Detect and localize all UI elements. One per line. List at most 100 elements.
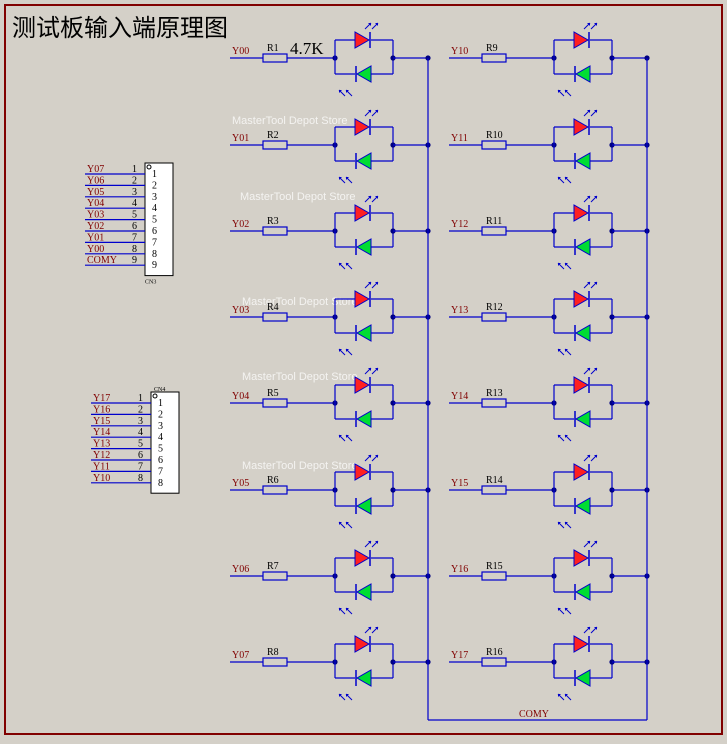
resistor-label: R1 bbox=[267, 43, 279, 54]
connector-pin-index: 4 bbox=[158, 432, 163, 443]
connector-name: CN4 bbox=[154, 387, 165, 393]
connector-pin-index: 8 bbox=[152, 249, 157, 260]
resistor-value-label: 4.7K bbox=[290, 39, 324, 58]
red-led bbox=[573, 290, 590, 308]
light-ray-head bbox=[346, 177, 349, 180]
connector-pin-index: 6 bbox=[152, 226, 157, 237]
green-led bbox=[355, 65, 372, 83]
connector-net-label: Y12 bbox=[93, 450, 110, 461]
light-ray-head bbox=[565, 522, 568, 525]
green-led bbox=[574, 669, 591, 687]
light-ray-head bbox=[565, 177, 568, 180]
light-ray-head bbox=[565, 694, 568, 697]
light-ray-head bbox=[565, 435, 568, 438]
connector-pin-index: 2 bbox=[152, 180, 157, 191]
light-ray-head bbox=[587, 541, 590, 544]
light-ray-head bbox=[339, 608, 342, 611]
connector-pin-number: 8 bbox=[132, 244, 137, 255]
light-ray-head bbox=[339, 522, 342, 525]
resistor-label: R5 bbox=[267, 388, 279, 399]
resistor bbox=[262, 657, 288, 667]
light-ray-head bbox=[339, 694, 342, 697]
watermark-text: MasterTool Depot Store bbox=[242, 371, 358, 383]
light-ray-head bbox=[346, 90, 349, 93]
connector-body bbox=[144, 162, 174, 277]
resistor bbox=[262, 312, 288, 322]
light-ray-head bbox=[594, 541, 597, 544]
connector-pin-index: 5 bbox=[152, 215, 157, 226]
light-ray-head bbox=[587, 455, 590, 458]
connector-net-label: Y06 bbox=[87, 175, 104, 186]
green-led bbox=[355, 583, 372, 601]
resistor bbox=[262, 485, 288, 495]
resistor bbox=[481, 312, 507, 322]
light-ray-head bbox=[587, 368, 590, 371]
connector-net-label: Y04 bbox=[87, 198, 104, 209]
resistor-label: R2 bbox=[267, 130, 279, 141]
signal-label: Y17 bbox=[451, 650, 468, 661]
resistor bbox=[262, 53, 288, 63]
light-ray-head bbox=[594, 455, 597, 458]
light-ray-head bbox=[558, 263, 561, 266]
input-channel-y15: Y15 R14 bbox=[449, 454, 650, 529]
light-ray-head bbox=[368, 110, 371, 113]
connector-pin-number: 5 bbox=[138, 439, 143, 450]
connector-pin-index: 1 bbox=[152, 169, 157, 180]
green-led bbox=[355, 410, 372, 428]
connector-pin-index: 4 bbox=[152, 203, 157, 214]
connector-net-label: Y11 bbox=[93, 461, 110, 472]
light-ray-head bbox=[368, 282, 371, 285]
light-ray-head bbox=[587, 627, 590, 630]
red-led bbox=[354, 31, 371, 49]
input-channel-y17: Y17 R16 bbox=[449, 626, 650, 701]
light-ray-head bbox=[368, 196, 371, 199]
light-ray-head bbox=[558, 435, 561, 438]
red-led bbox=[354, 204, 371, 222]
light-ray-head bbox=[368, 23, 371, 26]
connector-name: CN3 bbox=[145, 280, 156, 286]
connector-pin-index: 7 bbox=[158, 466, 163, 477]
light-ray-head bbox=[594, 282, 597, 285]
red-led bbox=[354, 376, 371, 394]
resistor-label: R3 bbox=[267, 216, 279, 227]
connector-pin-index: 3 bbox=[152, 192, 157, 203]
resistor-label: R14 bbox=[486, 475, 503, 486]
connector-net-label: Y14 bbox=[93, 427, 110, 438]
connector-pin-number: 1 bbox=[138, 393, 143, 404]
red-led bbox=[573, 635, 590, 653]
light-ray-head bbox=[368, 627, 371, 630]
connector-pin-index: 9 bbox=[152, 260, 157, 271]
light-ray-head bbox=[594, 627, 597, 630]
resistor bbox=[481, 398, 507, 408]
connector-pin-index: 2 bbox=[158, 409, 163, 420]
light-ray-head bbox=[565, 608, 568, 611]
light-ray-head bbox=[339, 90, 342, 93]
light-ray-head bbox=[587, 196, 590, 199]
connector-pin-number: 6 bbox=[138, 450, 143, 461]
signal-label: Y15 bbox=[451, 478, 468, 489]
signal-label: Y01 bbox=[232, 133, 249, 144]
signal-label: Y06 bbox=[232, 564, 249, 575]
light-ray-head bbox=[375, 282, 378, 285]
light-ray-head bbox=[375, 541, 378, 544]
connector-pin-number: 7 bbox=[132, 232, 137, 243]
signal-label: Y02 bbox=[232, 219, 249, 230]
signal-label: Y07 bbox=[232, 650, 249, 661]
resistor-label: R16 bbox=[486, 647, 503, 658]
connector-net-label: Y10 bbox=[93, 473, 110, 484]
light-ray-head bbox=[346, 435, 349, 438]
light-ray-head bbox=[339, 349, 342, 352]
resistor bbox=[481, 53, 507, 63]
light-ray-head bbox=[558, 608, 561, 611]
resistor-label: R12 bbox=[486, 302, 503, 313]
red-led bbox=[573, 549, 590, 567]
